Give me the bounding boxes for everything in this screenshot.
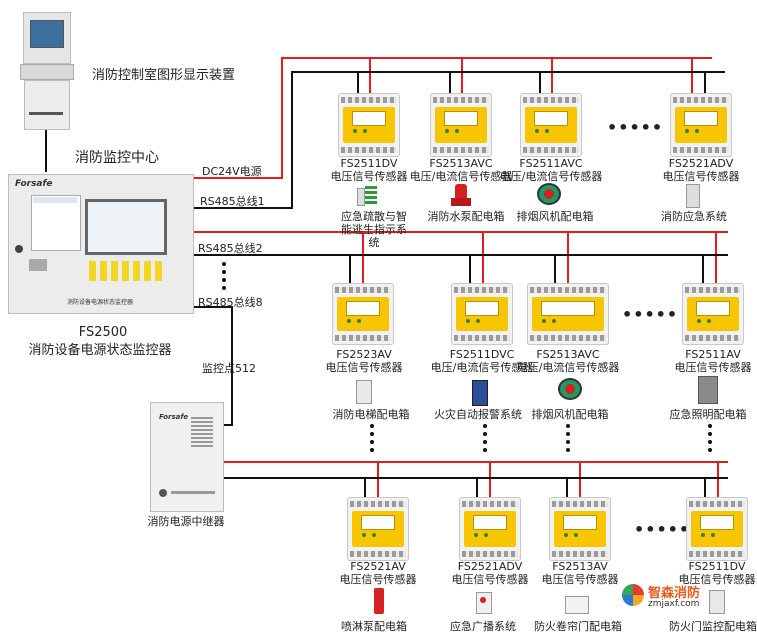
sensor-model: FS2513AVC: [429, 157, 493, 170]
sensor-model: FS2521ADV: [668, 157, 734, 170]
rs485-bus-8: [192, 306, 233, 426]
sensor-type: 电压信号传感器: [330, 170, 408, 183]
center-label: 消防监控中心: [75, 150, 159, 166]
row2-col3-vdots: [566, 424, 570, 456]
sensor-model: FS2511DVC: [449, 348, 515, 361]
display-unit-label: 消防控制室图形显示装置: [92, 68, 236, 83]
sensor-type: 电压信号传感器: [662, 170, 740, 183]
sensor-type: 电压信号传感器: [678, 573, 756, 586]
sensor-type: 电压/电流信号传感器: [430, 361, 534, 374]
sensor-model: FS2523AV: [336, 348, 392, 361]
device-label: 应急广播系统: [450, 620, 516, 633]
device-label: 排烟风机配电箱: [516, 210, 594, 223]
watermark-logo-icon: [622, 584, 644, 606]
sensor-model: FS2513AVC: [536, 348, 600, 361]
fire-pump-icon: [451, 184, 471, 208]
sensor-type: 电压/电流信号传感器: [516, 361, 620, 374]
sensor-model: FS2511DV: [340, 157, 398, 170]
sensor-type: 电压/电流信号传感器: [499, 170, 603, 183]
sensor-module: [430, 93, 492, 157]
terminal-screen: [30, 20, 64, 48]
relay-name: 消防电源中继器: [147, 515, 225, 528]
sensor-model: FS2511DV: [688, 560, 746, 573]
sprinkler-pump-icon: [374, 588, 384, 614]
bus-ellipsis: [222, 262, 226, 294]
device-label: 火灾自动报警系统: [434, 408, 522, 421]
dc24v-label: DC24V电源: [202, 165, 262, 178]
sensor-model: FS2513AV: [552, 560, 608, 573]
dc24v-power-line: [192, 57, 712, 179]
sensor-module: [451, 283, 513, 345]
watermark-name: 智森消防: [648, 586, 701, 601]
row2-col2-vdots: [483, 424, 487, 456]
row2-ellipsis: •••••: [622, 305, 679, 324]
rolling-door-panel-icon: [565, 596, 589, 614]
device-label: 防火卷帘门配电箱: [534, 620, 622, 633]
sensor-module: [347, 497, 409, 561]
monitor-model: FS2500: [78, 325, 128, 340]
rs485-1-label: RS485总线1: [200, 195, 265, 208]
point512-label: 监控点512: [202, 362, 256, 375]
sensor-module: [459, 497, 521, 561]
power-relay-cabinet: Forsafe: [150, 402, 224, 512]
elevator-panel-icon: [356, 380, 372, 404]
device-label: 应急疏散与智能逃生指示系统: [341, 210, 407, 249]
evacuation-sign-icon: [357, 186, 379, 206]
sensor-type: 电压信号传感器: [674, 361, 752, 374]
monitor-name: 消防设备电源状态监控器: [28, 343, 172, 358]
sensor-model: FS2521ADV: [457, 560, 523, 573]
device-label: 消防应急系统: [661, 210, 727, 223]
device-label: 喷淋泵配电箱: [341, 620, 407, 633]
sensor-model: FS2521AV: [350, 560, 406, 573]
device-label: 消防电梯配电箱: [332, 408, 410, 421]
rs485-8-label: RS485总线8: [198, 296, 263, 309]
sensor-module: [670, 93, 732, 157]
broadcast-panel-icon: [476, 592, 492, 614]
sensor-module: [338, 93, 400, 157]
sensor-type: 电压/电流信号传感器: [409, 170, 513, 183]
sensor-type: 电压信号传感器: [325, 361, 403, 374]
device-label: 防火门监控配电箱: [669, 620, 757, 633]
watermark: 智森消防 zmjaxf.com: [622, 582, 702, 612]
row2-col1-vdots: [370, 424, 374, 456]
monitor-panel-text: 消防设备电源状态监控器: [67, 299, 134, 306]
sensor-module: [520, 93, 582, 157]
rs485-bus-1: [192, 71, 725, 209]
sensor-type: 电压信号传感器: [451, 573, 529, 586]
device-label: 排烟风机配电箱: [531, 408, 609, 421]
sensor-module: [549, 497, 611, 561]
fs2500-monitor-cabinet: Forsafe 消防设备电源状态监控器: [8, 174, 194, 314]
row1-ellipsis: •••••: [607, 118, 664, 137]
sensor-module: [682, 283, 744, 345]
emergency-system-icon: [686, 184, 700, 208]
row3-ellipsis: •••••: [634, 520, 691, 539]
fire-alarm-panel-icon: [472, 380, 488, 406]
emergency-lighting-panel-icon: [698, 376, 718, 404]
monitor-brand: Forsafe: [15, 179, 53, 189]
sensor-model: FS2511AVC: [519, 157, 583, 170]
graphic-display-terminal: [20, 12, 74, 130]
sensor-module: [686, 497, 748, 561]
sensor-model: FS2511AV: [685, 348, 741, 361]
row2-col4-vdots: [708, 424, 712, 456]
sensor-type: 电压信号传感器: [541, 573, 619, 586]
sensor-type: 电压信号传感器: [339, 573, 417, 586]
exhaust-fan-icon: [537, 183, 563, 207]
monitor-screen: [85, 199, 167, 255]
device-label: 应急照明配电箱: [669, 408, 747, 421]
rs485-2-label: RS485总线2: [198, 242, 263, 255]
exhaust-fan-icon: [558, 378, 584, 402]
sensor-module: [527, 283, 609, 345]
sensor-module: [332, 283, 394, 345]
device-label: 消防水泵配电箱: [427, 210, 505, 223]
watermark-url: zmjaxf.com: [648, 599, 700, 609]
relay-brand: Forsafe: [159, 413, 189, 421]
fire-door-panel-icon: [709, 590, 725, 614]
